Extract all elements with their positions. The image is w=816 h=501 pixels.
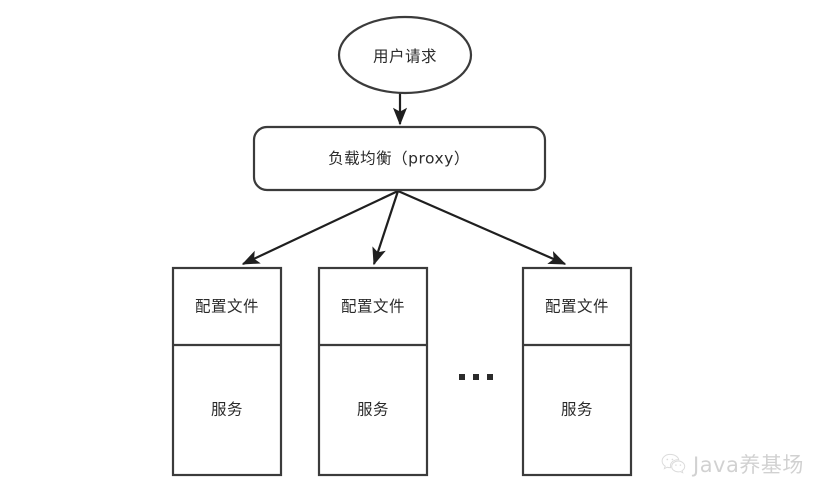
load-balancer-label: 负载均衡（proxy） [328, 150, 470, 168]
node-load-balancer[interactable]: 负载均衡（proxy） [252, 125, 547, 192]
service-1-service-label: 服务 [211, 401, 243, 419]
service-3-box[interactable] [521, 266, 633, 477]
node-service-1[interactable]: 配置文件 服务 [171, 266, 283, 477]
client-request-label: 用户请求 [373, 48, 437, 66]
client-request-ellipse[interactable] [337, 15, 473, 95]
connector-group [241, 93, 567, 266]
connector-balancer-to-service-1 [241, 190, 399, 265]
node-client-request[interactable]: 用户请求 [337, 15, 473, 95]
service-ellipsis [459, 374, 493, 380]
service-2-box[interactable] [317, 266, 429, 477]
node-service-3[interactable]: 配置文件 服务 [521, 266, 633, 477]
service-1-box[interactable] [171, 266, 283, 477]
ellipsis-dot-2 [473, 374, 479, 380]
load-balancer-box[interactable] [252, 125, 547, 192]
connector-balancer-to-service-2 [372, 190, 400, 266]
service-1-config-label: 配置文件 [195, 298, 259, 316]
service-2-service-label: 服务 [357, 401, 389, 419]
service-3-service-label: 服务 [561, 401, 593, 419]
connector-balancer-to-service-3 [397, 189, 567, 266]
ellipsis-dot-3 [487, 374, 493, 380]
node-service-2[interactable]: 配置文件 服务 [317, 266, 429, 477]
service-2-config-label: 配置文件 [341, 298, 405, 316]
service-3-config-label: 配置文件 [545, 298, 609, 316]
ellipsis-dot-1 [459, 374, 465, 380]
